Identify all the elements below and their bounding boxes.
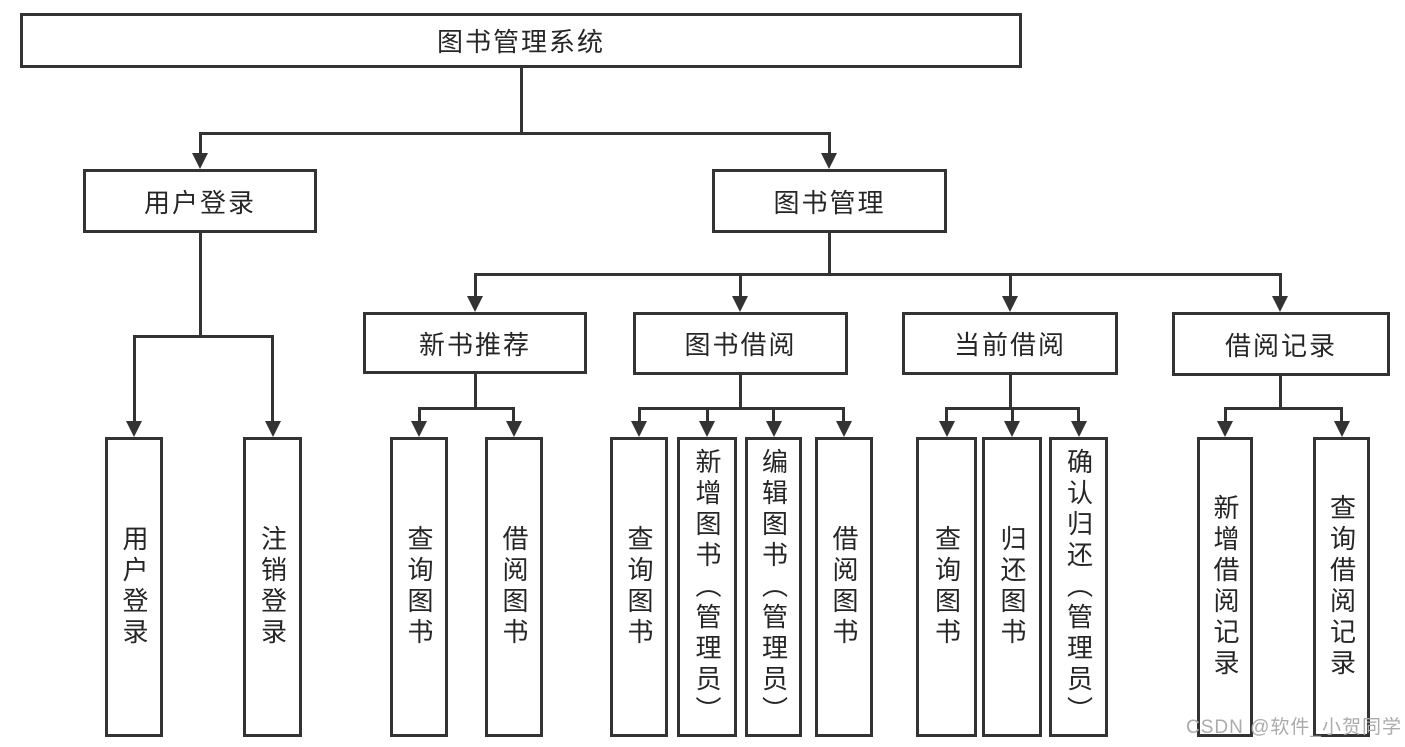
connector-l3-stem	[739, 273, 742, 296]
connector-l3-stem	[474, 273, 477, 296]
leaf-query-books-borrowing: 查询图书	[610, 437, 668, 737]
arrowhead-leaf-icon	[836, 421, 852, 437]
connector-userlogin-down	[199, 233, 202, 335]
connector-root-stem	[520, 68, 523, 132]
leaf-add-book-admin: 新增图书（管理员）	[677, 437, 737, 737]
arrowhead-leaf-icon	[631, 421, 647, 437]
leaf-label: 归还图书	[997, 525, 1027, 649]
connector-leaf-stem	[772, 407, 775, 421]
connector-bb-down	[739, 375, 742, 407]
connector-leaf-stem	[1224, 407, 1227, 421]
node-book-borrowing: 图书借阅	[633, 312, 848, 375]
arrowhead-leaf-icon	[1217, 421, 1233, 437]
node-user-login: 用户登录	[83, 169, 317, 233]
node-library-management-system: 图书管理系统	[20, 13, 1022, 68]
arrowhead-l3-icon	[467, 296, 483, 312]
arrowhead-leaf-icon	[939, 421, 955, 437]
arrowhead-leaf-icon	[766, 421, 782, 437]
leaf-edit-book-admin: 编辑图书（管理员）	[745, 437, 802, 737]
node-borrowing-records: 借阅记录	[1172, 312, 1390, 376]
connector-leaf-stem	[271, 335, 274, 421]
connector-leaf-stem	[512, 407, 515, 421]
node-label: 新书推荐	[418, 329, 531, 360]
leaf-add-borrow-record: 新增借阅记录	[1197, 437, 1253, 737]
connector-bb-hline	[638, 407, 845, 410]
connector-cb-down	[1009, 375, 1012, 407]
leaf-return-books: 归还图书	[982, 437, 1042, 737]
arrowhead-leaf-icon	[699, 421, 715, 437]
leaf-label: 借阅图书	[499, 525, 529, 649]
leaf-query-books-recommend: 查询图书	[390, 437, 448, 737]
connector-bookmgmt-down	[828, 233, 831, 273]
leaf-query-borrow-record: 查询借阅记录	[1313, 437, 1370, 737]
arrowhead-leaf-icon	[1334, 421, 1350, 437]
connector-br-down	[1279, 376, 1282, 407]
node-label: 当前借阅	[953, 330, 1066, 360]
leaf-label: 查询图书	[624, 525, 654, 649]
leaf-borrow-books-borrowing: 借阅图书	[815, 437, 873, 737]
leaf-label: 查询图书	[931, 525, 962, 649]
connector-nb-hline	[418, 407, 515, 410]
arrowhead-l3-icon	[1272, 296, 1288, 312]
leaf-label: 新增图书（管理员）	[692, 447, 722, 727]
arrowhead-leaf-icon	[1004, 421, 1020, 437]
leaf-label: 新增借阅记录	[1210, 494, 1240, 680]
node-label: 图书借阅	[684, 330, 797, 360]
connector-leaf-stem	[1077, 407, 1080, 421]
arrowhead-l3-icon	[1002, 296, 1018, 312]
connector-nb-down	[474, 374, 477, 407]
node-book-management: 图书管理	[712, 169, 947, 233]
node-new-book-recommend: 新书推荐	[363, 312, 587, 374]
node-label: 图书管理	[773, 187, 886, 218]
arrowhead-leaf-icon	[506, 421, 522, 437]
leaf-label: 编辑图书（管理员）	[758, 447, 789, 727]
connector-l3-stem	[1279, 273, 1282, 296]
node-label: 图书管理系统	[436, 27, 605, 57]
leaf-label: 查询图书	[404, 525, 434, 649]
leaf-label: 查询借阅记录	[1326, 494, 1357, 680]
arrowhead-book-mgmt-icon	[821, 153, 837, 169]
arrowhead-leaf-icon	[265, 421, 281, 437]
connector-leaf-stem	[1011, 407, 1014, 421]
connector-l3-stem	[1009, 273, 1012, 296]
arrowhead-leaf-icon	[126, 421, 142, 437]
node-label: 借阅记录	[1224, 330, 1337, 361]
leaf-query-books-current: 查询图书	[916, 437, 977, 737]
arrowhead-user-login-icon	[192, 153, 208, 169]
leaf-logout-login: 注销登录	[243, 437, 302, 737]
connector-leaf-stem	[706, 407, 709, 421]
connector-bookmgmt-hline	[474, 273, 1282, 276]
node-label: 用户登录	[143, 187, 256, 218]
connector-leaf-stem	[133, 335, 136, 421]
leaf-borrow-books-recommend: 借阅图书	[485, 437, 543, 737]
connector-user-login-stem	[199, 132, 202, 153]
leaf-label: 注销登录	[257, 525, 288, 649]
connector-leaf-stem	[418, 407, 421, 421]
csdn-watermark: CSDN @软件_小贺同学	[1186, 717, 1402, 738]
connector-leaf-stem	[638, 407, 641, 421]
connector-leaf-stem	[842, 407, 845, 421]
connector-br-hline	[1224, 407, 1342, 410]
leaf-label: 确认归还（管理员）	[1063, 447, 1094, 727]
leaf-label: 用户登录	[119, 525, 149, 649]
node-current-borrowing: 当前借阅	[902, 312, 1118, 375]
connector-root-hline	[199, 132, 831, 135]
leaf-label: 借阅图书	[829, 525, 859, 649]
arrowhead-leaf-icon	[411, 421, 427, 437]
arrowhead-l3-icon	[732, 296, 748, 312]
leaf-user-login: 用户登录	[105, 437, 163, 737]
connector-book-mgmt-stem	[828, 132, 831, 153]
connector-userlogin-hline	[133, 335, 274, 338]
arrowhead-leaf-icon	[1071, 421, 1087, 437]
leaf-confirm-return-admin: 确认归还（管理员）	[1049, 437, 1108, 737]
connector-leaf-stem	[945, 407, 948, 421]
connector-leaf-stem	[1340, 407, 1343, 421]
